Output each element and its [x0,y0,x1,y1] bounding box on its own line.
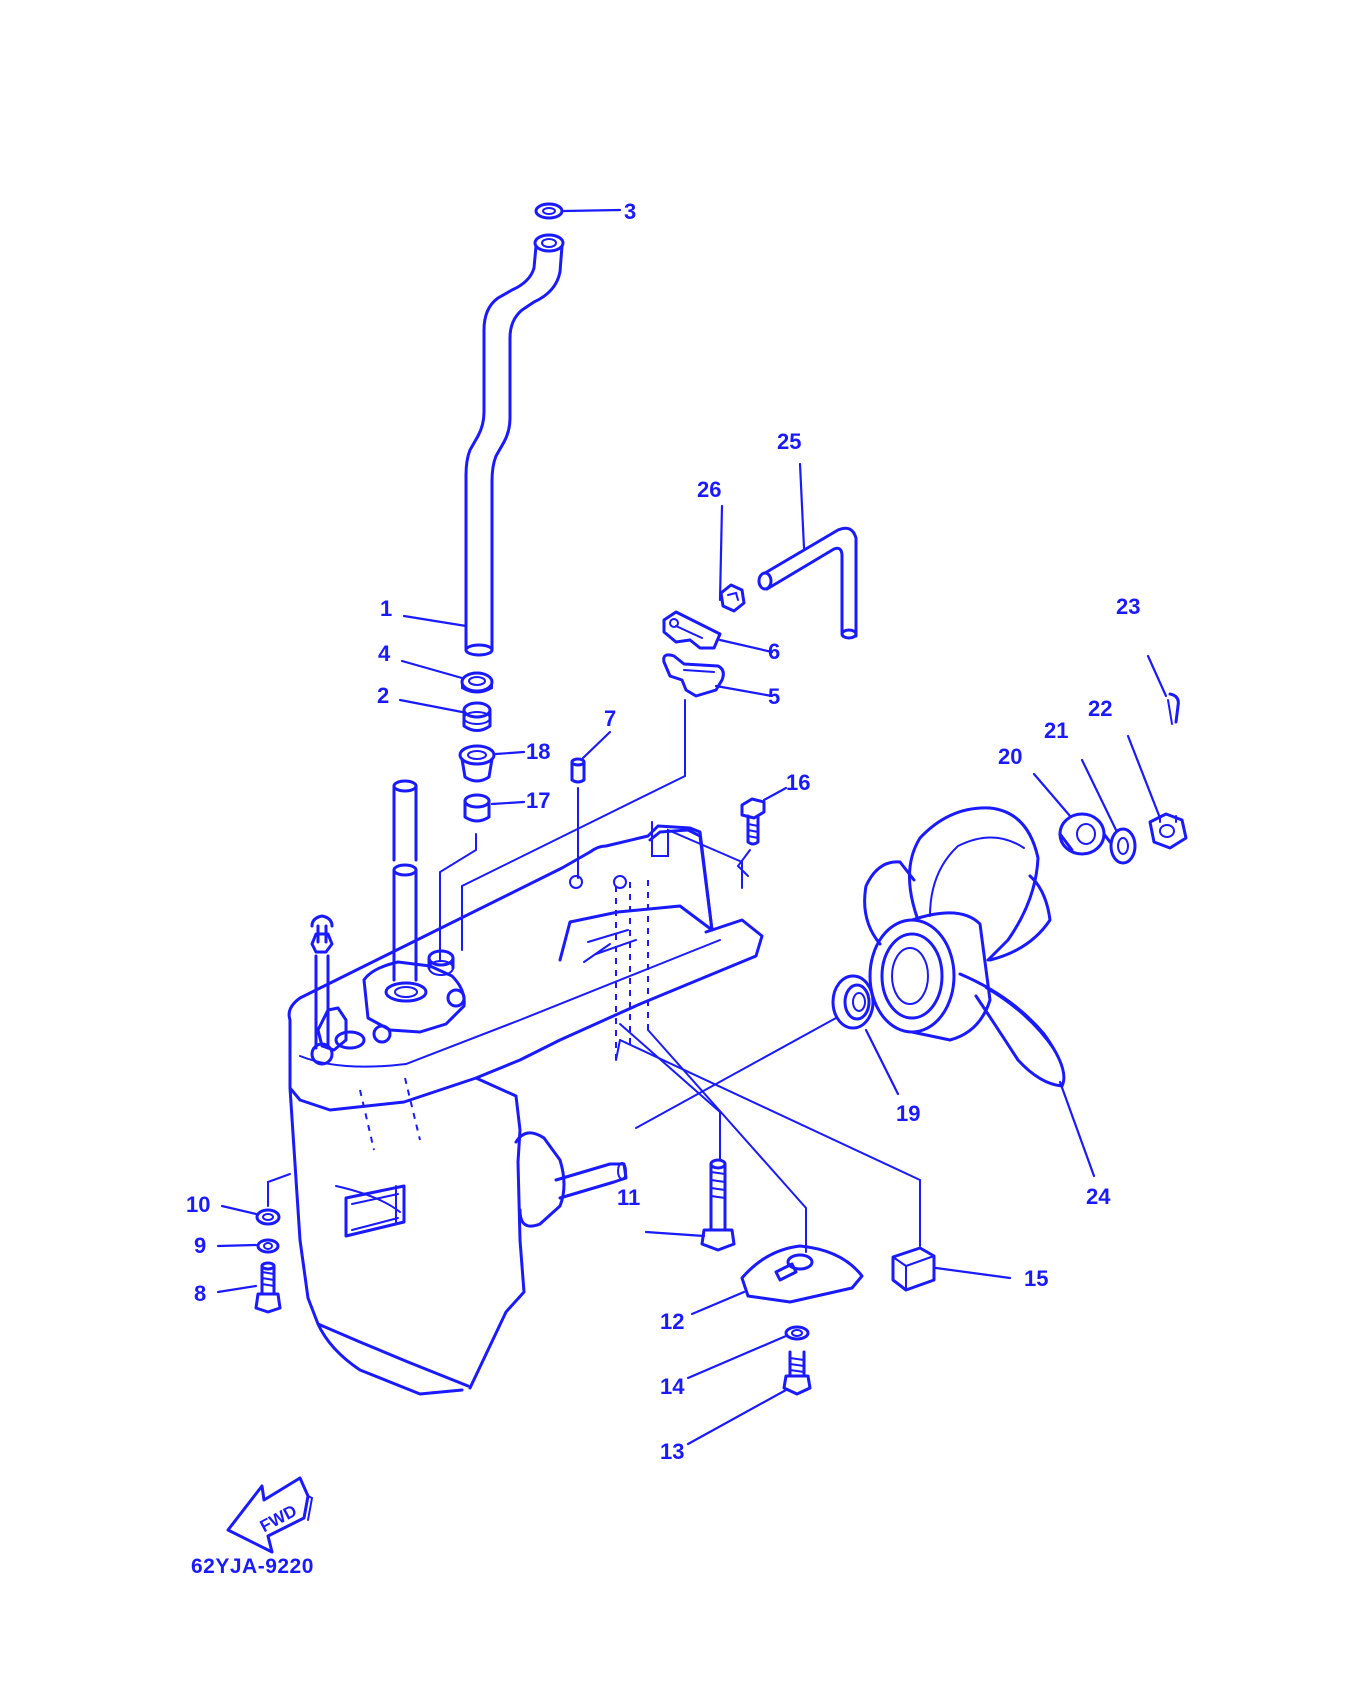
callout-24: 24 [1086,1184,1111,1209]
part-26-nut [719,583,746,613]
callout-4: 4 [378,641,391,666]
part-4-grommet [460,671,494,694]
callout-12: 12 [660,1309,684,1334]
part-20-spacer [1058,812,1112,856]
callout-26: 26 [697,477,721,502]
part-13-bolt [782,1350,812,1396]
part-14-washer [784,1325,810,1341]
part-6-holder [662,610,722,650]
part-12-trim-tab [740,1244,864,1304]
assembly-guide-lines [439,699,751,963]
part-15-anode [891,1246,936,1292]
callout-15: 15 [1024,1266,1048,1291]
part-21-washer [1109,827,1137,865]
part-25-pipe [757,526,858,640]
callout-10: 10 [186,1192,210,1217]
drive-shaft [392,779,418,982]
shift-rod [310,914,334,1066]
callout-16: 16 [786,770,810,795]
callout-17: 17 [526,788,550,813]
callout-14: 14 [660,1374,685,1399]
shaft-axis-line [635,1017,837,1129]
callout-7: 7 [604,706,616,731]
part-5-clip [662,653,725,698]
part-17-collar [463,793,491,823]
part-22-castle-nut [1148,812,1188,850]
callout-20: 20 [998,744,1022,769]
part-8-bolt [254,1261,282,1314]
leader-lines [216,208,1168,1446]
drawing-code: 62YJA-9220 [191,1555,314,1578]
callout-2: 2 [377,683,389,708]
callout-21: 21 [1044,718,1068,743]
callout-6: 6 [768,639,780,664]
callout-25: 25 [777,429,801,454]
part-1-water-pipe [464,233,565,657]
part-23-cotter-pin [1167,692,1180,725]
callout-5: 5 [768,684,780,709]
callout-13: 13 [660,1439,684,1464]
part-24-propeller [863,806,1066,1088]
part-3-washer [534,202,564,220]
callout-1: 1 [380,596,392,621]
part-7-dowel-pin [570,757,586,784]
callout-8: 8 [194,1281,206,1306]
part-11-bolt [700,1158,736,1252]
callout-11: 11 [617,1185,640,1210]
part-19-thrust-washer [831,974,875,1030]
callout-labels: 3 1 4 2 18 17 7 26 25 6 5 16 23 22 21 20… [186,199,1140,1464]
part-16-bolt [740,797,766,846]
callout-23: 23 [1116,594,1140,619]
part-18-rubber-seal [458,744,496,783]
callout-9: 9 [194,1233,206,1258]
lower-casing [287,824,764,1396]
callout-18: 18 [526,739,550,764]
installation-path-lines [267,1023,921,1253]
part-2-seal [462,701,492,732]
water-pump-housing [316,960,466,1052]
callout-19: 19 [896,1101,920,1126]
part-10-washer [255,1208,281,1226]
callout-22: 22 [1088,696,1112,721]
fwd-arrow-icon: FWD [226,1476,314,1554]
part-9-washer [256,1238,280,1254]
callout-3: 3 [624,199,636,224]
